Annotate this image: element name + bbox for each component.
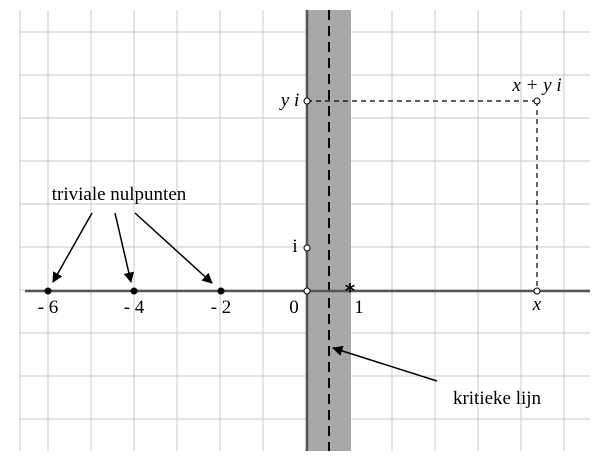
label-x-plus-yi: x + y i — [511, 75, 561, 96]
label-x: x — [532, 294, 542, 315]
arrow-to-critical-line — [331, 345, 438, 382]
label-kritieke-lijn: kritieke lijn — [453, 388, 542, 409]
tick-label-minus-2: - 2 — [211, 297, 232, 318]
trivial-zero-point — [130, 287, 138, 295]
pole-marker: * — [345, 279, 356, 303]
label-origin: 0 — [289, 297, 299, 318]
i-point — [303, 244, 311, 252]
label-yi: y i — [279, 90, 299, 111]
arrow-to-minus-6 — [52, 212, 93, 283]
background-grid — [19, 10, 590, 451]
tick-label-minus-4: - 4 — [124, 297, 145, 318]
x-plus-yi-point — [533, 97, 541, 105]
arrow-to-minus-4 — [114, 212, 134, 284]
yi-point — [303, 97, 311, 105]
label-triviale-nulpunten: triviale nulpunten — [52, 184, 187, 205]
trivial-zero-point — [44, 287, 52, 295]
label-i: i — [292, 236, 297, 257]
x-point — [533, 287, 541, 295]
arrow-to-minus-2 — [134, 212, 213, 284]
tick-label-minus-6: - 6 — [38, 297, 59, 318]
trivial-zero-arrows — [52, 212, 213, 284]
trivial-zero-point — [217, 287, 225, 295]
origin-point — [303, 287, 311, 295]
label-one: 1 — [354, 297, 364, 318]
